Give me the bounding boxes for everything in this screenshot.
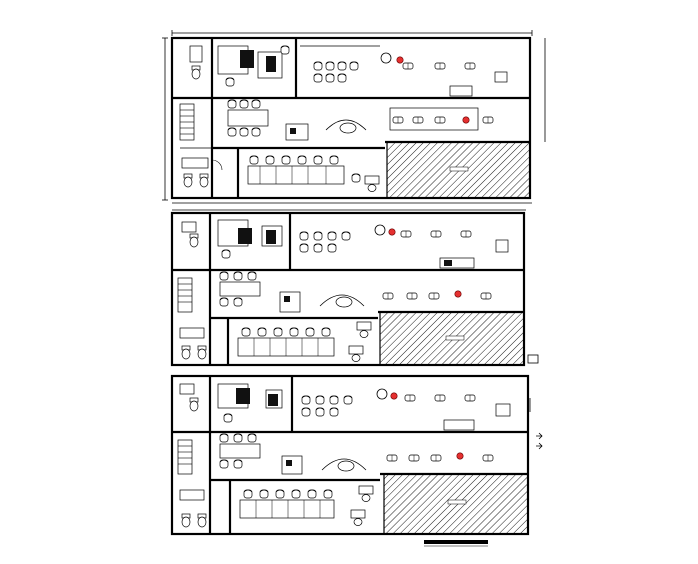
stairs-level-2	[177, 277, 193, 313]
highlight-marker	[388, 228, 396, 236]
highlight-marker	[462, 116, 470, 124]
stairs-level-1	[179, 103, 195, 141]
highlight-marker	[454, 290, 462, 298]
scale-bar-icon	[424, 540, 488, 547]
highlight-marker	[456, 452, 464, 460]
floor-plan-level-2	[170, 209, 539, 367]
highlight-marker	[396, 56, 404, 64]
section-marker-icon	[536, 432, 543, 450]
floor-plan-level-1	[162, 30, 546, 204]
stairs-level-3	[177, 439, 193, 475]
floor-plan-level-3	[170, 374, 543, 547]
highlight-marker	[390, 392, 398, 400]
